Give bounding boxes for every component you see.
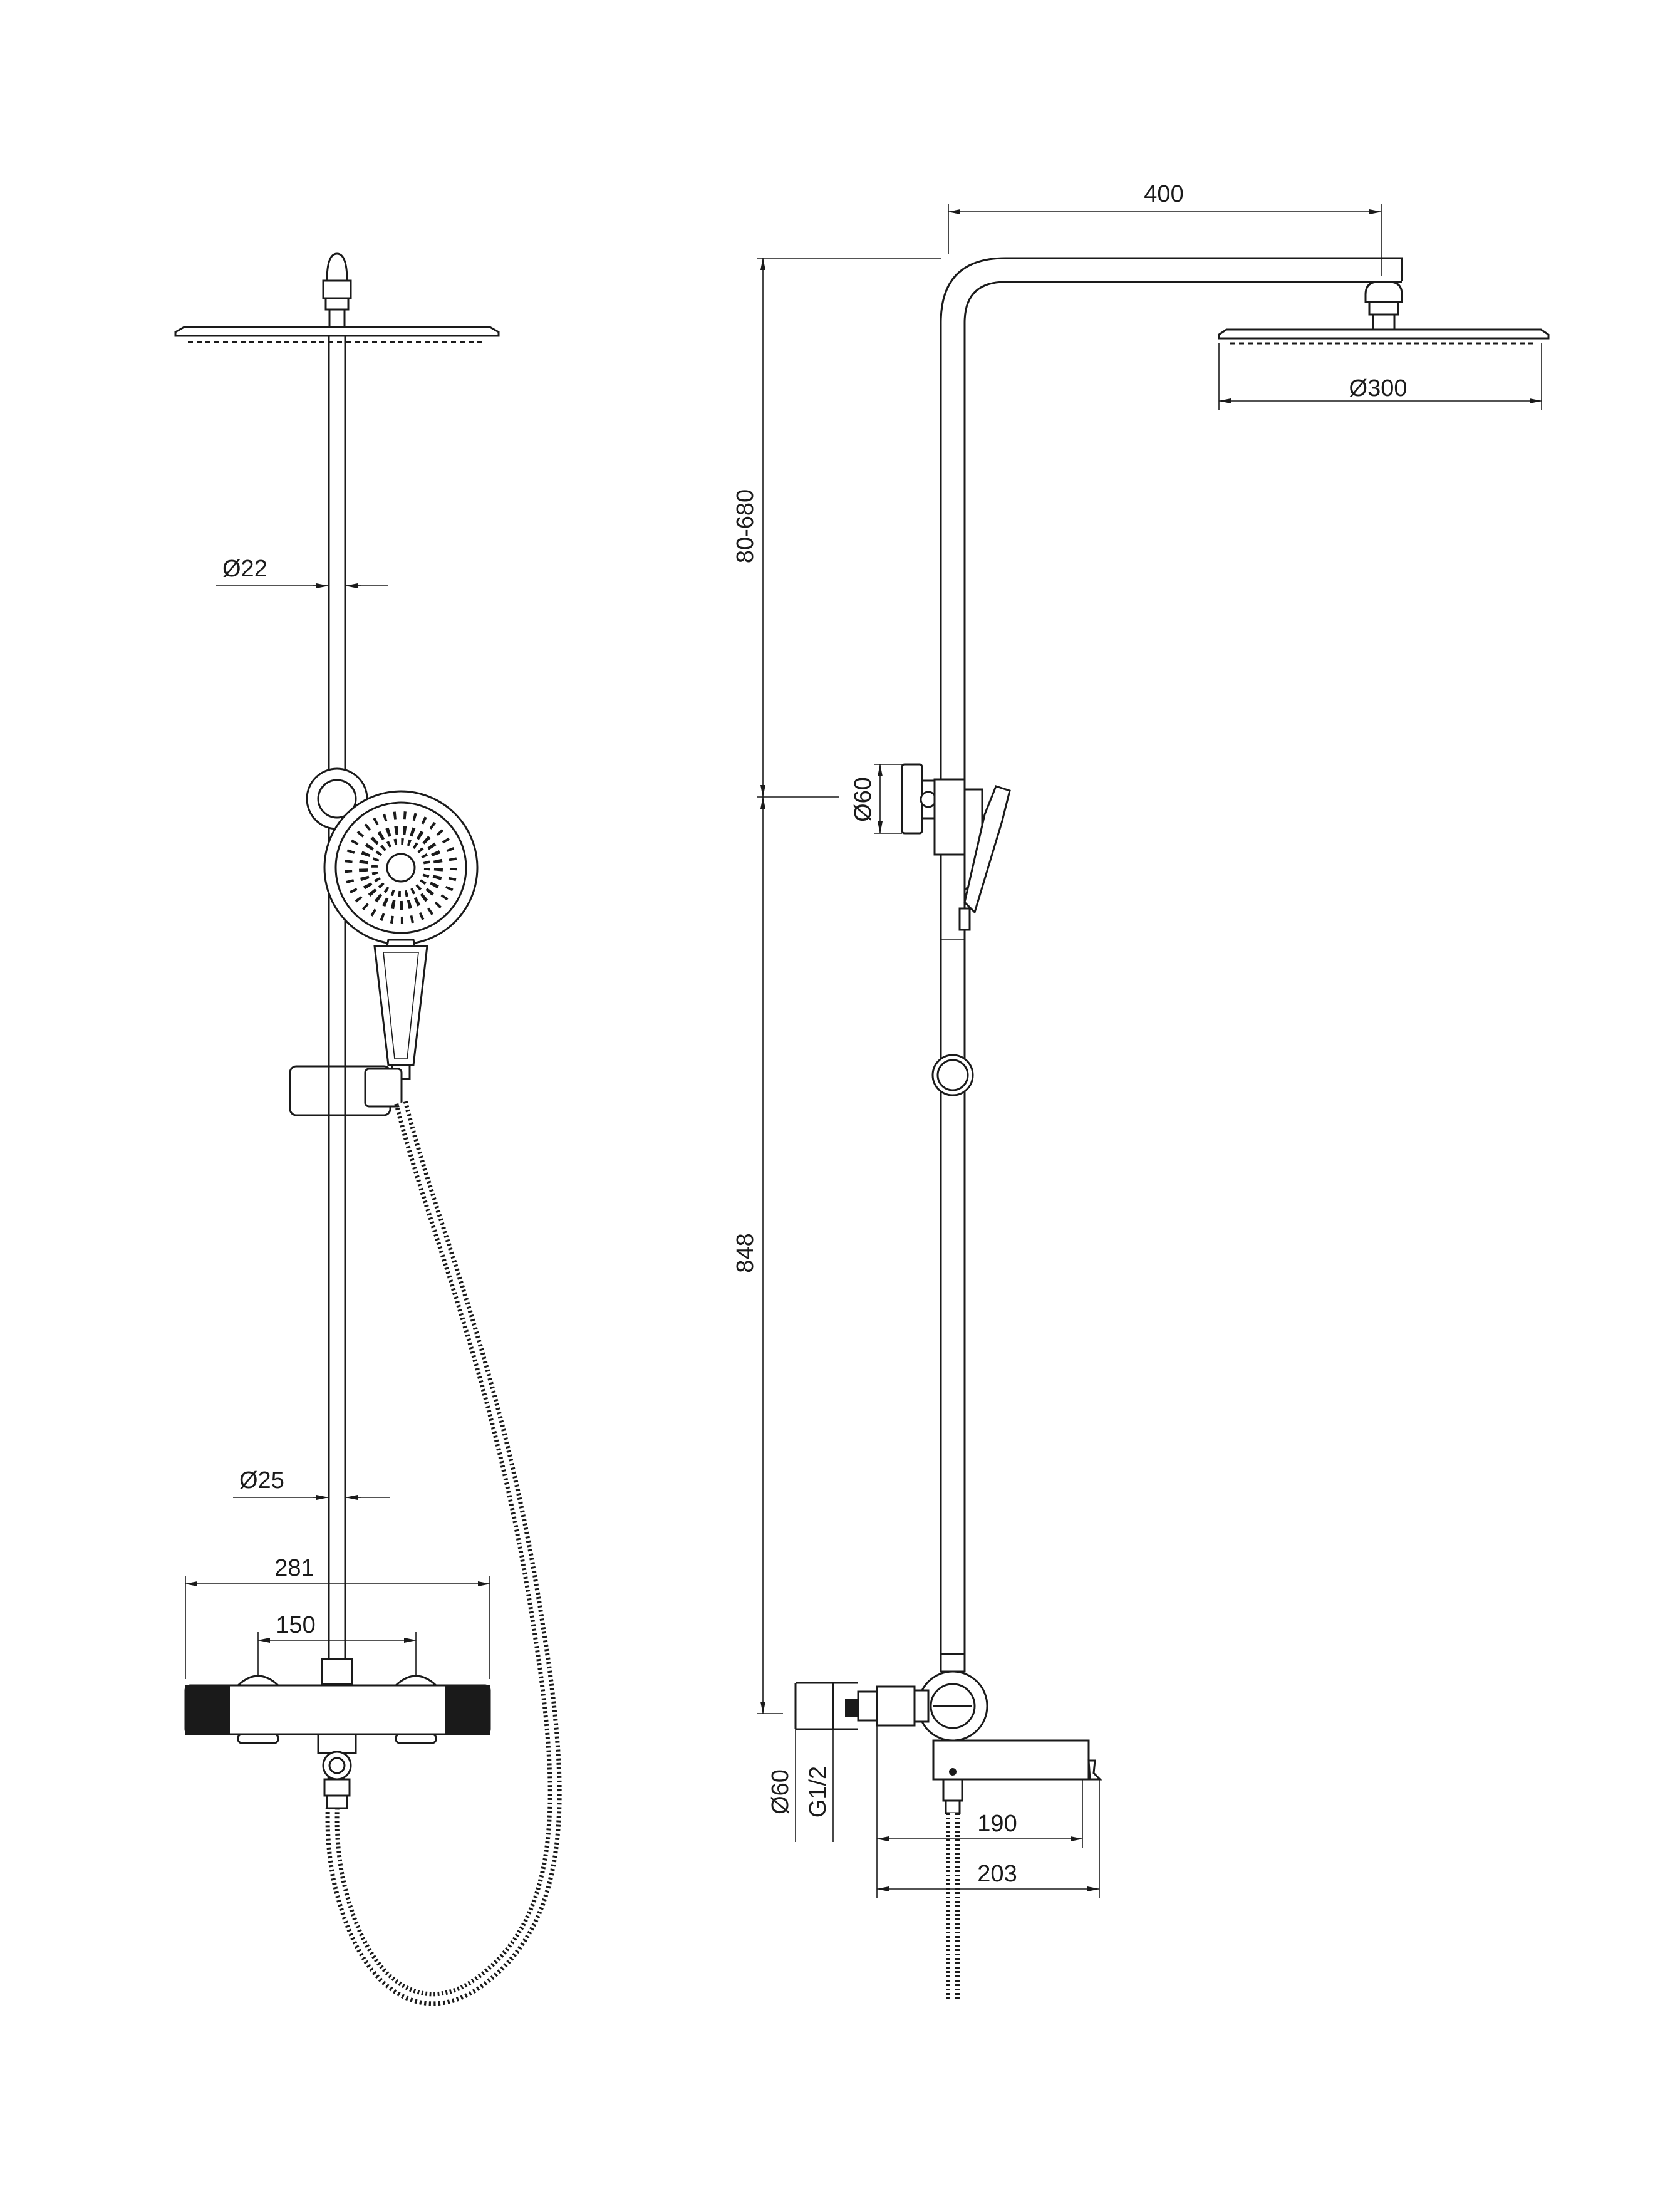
inlet-spacing-label: 150 (276, 1612, 315, 1638)
pipe-upper-dia-label: Ø22 (222, 556, 267, 582)
front-slide-bracket (289, 1065, 403, 1116)
inlet-spacing-dimension: 150 (257, 1612, 417, 1685)
spout-total-label: 203 (977, 1861, 1017, 1887)
head-dia-label: Ø300 (1349, 375, 1408, 402)
adjust-range-label: 80-680 (732, 489, 759, 563)
mixer-width-dimension: 281 (185, 1555, 490, 1679)
front-riser-pipe (328, 336, 346, 1660)
flange-dia-label: Ø60 (767, 1769, 794, 1814)
side-overhead-shower-head (1218, 281, 1550, 345)
side-riser-and-arm (940, 257, 1403, 1660)
pipe-lower-dia-label: Ø25 (239, 1467, 284, 1494)
shower-hose (325, 1101, 562, 2006)
arm-length-label: 400 (1144, 181, 1183, 207)
height-dimensions: 80-680 848 (732, 258, 941, 1714)
front-overhead-shower-head (174, 252, 500, 343)
thread-label: G1/2 (805, 1766, 831, 1818)
spout-reach-label: 190 (977, 1811, 1017, 1837)
front-thermostatic-mixer (184, 1658, 491, 1809)
front-hand-shower (306, 767, 479, 1080)
side-view: 400 Ø300 80-680 848 (732, 181, 1550, 1999)
head-dia-dimension: Ø300 (1218, 343, 1542, 410)
arm-length-dimension: 400 (948, 181, 1382, 276)
pipe-lower-dia-dimension: Ø25 (233, 1467, 390, 1500)
holder-dia-label: Ø60 (850, 777, 876, 822)
side-mixer-and-spout (794, 1653, 1102, 1999)
riser-height-label: 848 (732, 1233, 759, 1272)
mixer-width-label: 281 (274, 1555, 314, 1581)
spout-dimensions: 190 203 (876, 1725, 1100, 1898)
inlet-dimensions: Ø60 G1/2 (767, 1729, 834, 1842)
pipe-upper-dia-dimension: Ø22 (216, 556, 388, 588)
side-hand-shower-holder: Ø60 (850, 763, 983, 892)
front-view: Ø22 (174, 252, 562, 2006)
side-hand-shower (931, 785, 1011, 1096)
